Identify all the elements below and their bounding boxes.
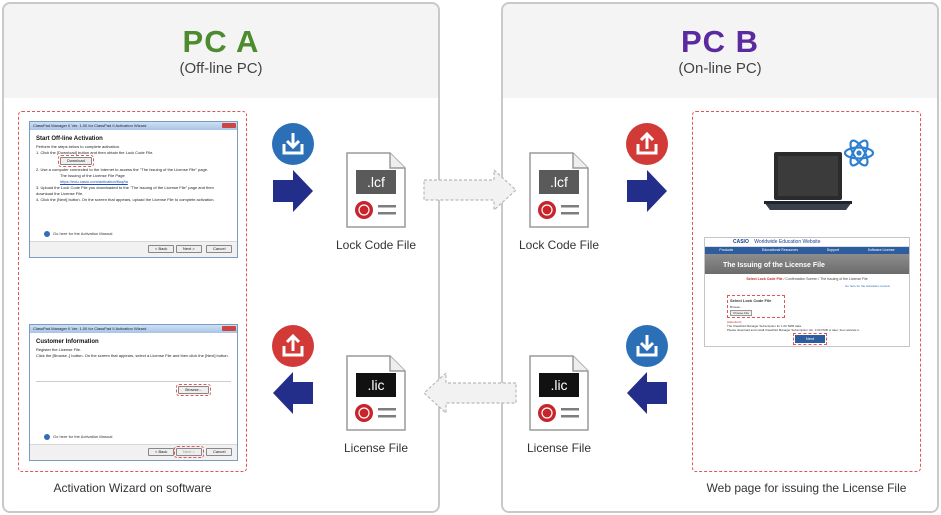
wizard-1-step2: 2. Use a computer connected to the Inter… — [36, 167, 209, 172]
wizard-1-step3: 3. Upload the Lock Code File you downloa… — [36, 185, 214, 196]
transfer-arrow-left-icon — [423, 371, 517, 415]
lock-code-file-ext: .lcf — [550, 174, 568, 190]
pc-b-subtitle: (On-line PC) — [678, 60, 762, 77]
license-file-icon: .lic — [346, 355, 406, 431]
wizard-1-step4: 4. Click the [Next] button. On the scree… — [36, 197, 215, 202]
arrow-right-icon — [273, 170, 313, 212]
info-icon — [44, 231, 50, 237]
back-button[interactable]: < Back — [148, 448, 175, 456]
nav-item-license[interactable]: Software License — [867, 248, 895, 252]
wizard-1-help-link[interactable]: Go here for the Activation Manual — [53, 231, 113, 237]
license-file-label-b: License File — [526, 441, 592, 455]
nav-item-resources[interactable]: Educational Resources — [761, 248, 798, 252]
pc-a-caption: Activation Wizard on software — [53, 481, 212, 495]
license-file-ext: .lic — [550, 377, 567, 393]
transfer-arrow-right-icon — [423, 168, 517, 212]
page-banner: The Issuing of the License File — [705, 254, 909, 274]
license-file-icon: .lic — [529, 355, 589, 431]
pc-a-title: PC A — [182, 24, 260, 59]
close-icon[interactable] — [222, 123, 236, 128]
wizard-1-step1: 1. Click the [Download] button and then … — [36, 150, 154, 155]
manual-link[interactable]: Go here for the Activation manual — [845, 284, 890, 288]
pc-b-title: PC B — [680, 24, 760, 59]
arrow-right-icon — [627, 170, 667, 212]
select-lock-code-box: Select Lock Code File Browse... Choose F… — [727, 295, 785, 318]
next-button[interactable]: Next > — [176, 245, 202, 253]
license-file-label-a: License File — [343, 441, 409, 455]
nav-item-support[interactable]: Support — [826, 248, 839, 252]
seal-stamp-icon — [355, 404, 373, 422]
cancel-button[interactable]: Cancel — [206, 448, 233, 456]
casio-brand: CASIO — [733, 239, 749, 245]
wizard-2-heading: Customer Information — [36, 339, 99, 345]
lock-code-file-label-a: Lock Code File — [335, 238, 417, 252]
pc-b-caption: Web page for issuing the License File — [706, 481, 907, 495]
upload-tray-icon — [626, 123, 668, 165]
site-nav: Products Educational Resources Support S… — [705, 247, 909, 254]
notice-line-1: The ClassPad Manager Subscription for 1.… — [727, 324, 802, 328]
choose-file-button[interactable]: Choose File — [730, 310, 753, 316]
wizard-2-help-link[interactable]: Go here for the Activation Manual — [53, 434, 113, 440]
wizard-2-step: Click the [Browse..] button. On the scre… — [36, 353, 229, 358]
download-tray-icon — [626, 325, 668, 367]
back-button[interactable]: < Back — [148, 245, 175, 253]
seal-stamp-icon — [355, 201, 373, 219]
next-button[interactable]: Next > — [174, 446, 204, 458]
web-area — [692, 111, 921, 472]
atom-logo-icon — [843, 139, 875, 167]
info-icon — [44, 434, 50, 440]
wizard-1-intro: Perform the steps below to complete acti… — [36, 144, 121, 149]
download-tray-icon — [272, 123, 314, 165]
activation-wizard-window-1: ClassPad Manager II Ver. 1.00 for ClassP… — [29, 121, 238, 258]
license-file-ext: .lic — [367, 377, 384, 393]
select-title: Select Lock Code File — [730, 298, 772, 303]
notice-line-2: Please download and install ClassPad Man… — [727, 328, 860, 332]
lock-code-file-ext: .lcf — [367, 174, 385, 190]
site-name: Worldwide Education Website — [754, 239, 821, 245]
wizard-2-titlebar: ClassPad Manager II Ver. 1.00 for ClassP… — [33, 326, 147, 331]
cancel-button[interactable]: Cancel — [206, 245, 233, 253]
lock-code-file-icon: .lcf — [346, 152, 406, 228]
lock-code-file-label-b: Lock Code File — [518, 238, 600, 252]
seal-stamp-icon — [538, 404, 556, 422]
seal-stamp-icon — [538, 201, 556, 219]
activation-wizard-window-2: ClassPad Manager II Ver. 1.00 for ClassP… — [29, 324, 238, 461]
pc-a-subtitle: (Off-line PC) — [179, 60, 263, 77]
activation-url-link[interactable]: https://edu.casio.com/activation/fluq/ta — [60, 179, 128, 184]
license-issuing-web-page: CASIO Worldwide Education Website Produc… — [704, 237, 910, 347]
web-next-button[interactable]: Next — [793, 333, 827, 345]
nav-item-products[interactable]: Products — [719, 248, 734, 252]
lock-code-file-icon: .lcf — [529, 152, 589, 228]
wizard-2-intro: Register the License File. — [36, 347, 82, 352]
wizard-1-titlebar: ClassPad Manager II Ver. 1.00 for ClassP… — [33, 123, 147, 128]
download-button[interactable]: Download — [58, 155, 94, 167]
upload-tray-icon — [272, 325, 314, 367]
wizard-1-page-name: The Issuing of the License File Page — [60, 173, 125, 178]
close-icon[interactable] — [222, 326, 236, 331]
wizard-area — [18, 111, 247, 472]
arrow-left-icon — [627, 372, 667, 414]
step-breadcrumb: Select Lock Code File / Confirmation Scr… — [746, 277, 868, 281]
notice-title: [Attention!] — [727, 320, 742, 324]
laptop-icon — [764, 152, 852, 210]
browse-button[interactable]: Browse... — [176, 384, 211, 396]
arrow-left-icon — [273, 372, 313, 414]
browse-label: Browse... — [730, 305, 743, 309]
wizard-1-heading: Start Off-line Activation — [36, 136, 103, 142]
